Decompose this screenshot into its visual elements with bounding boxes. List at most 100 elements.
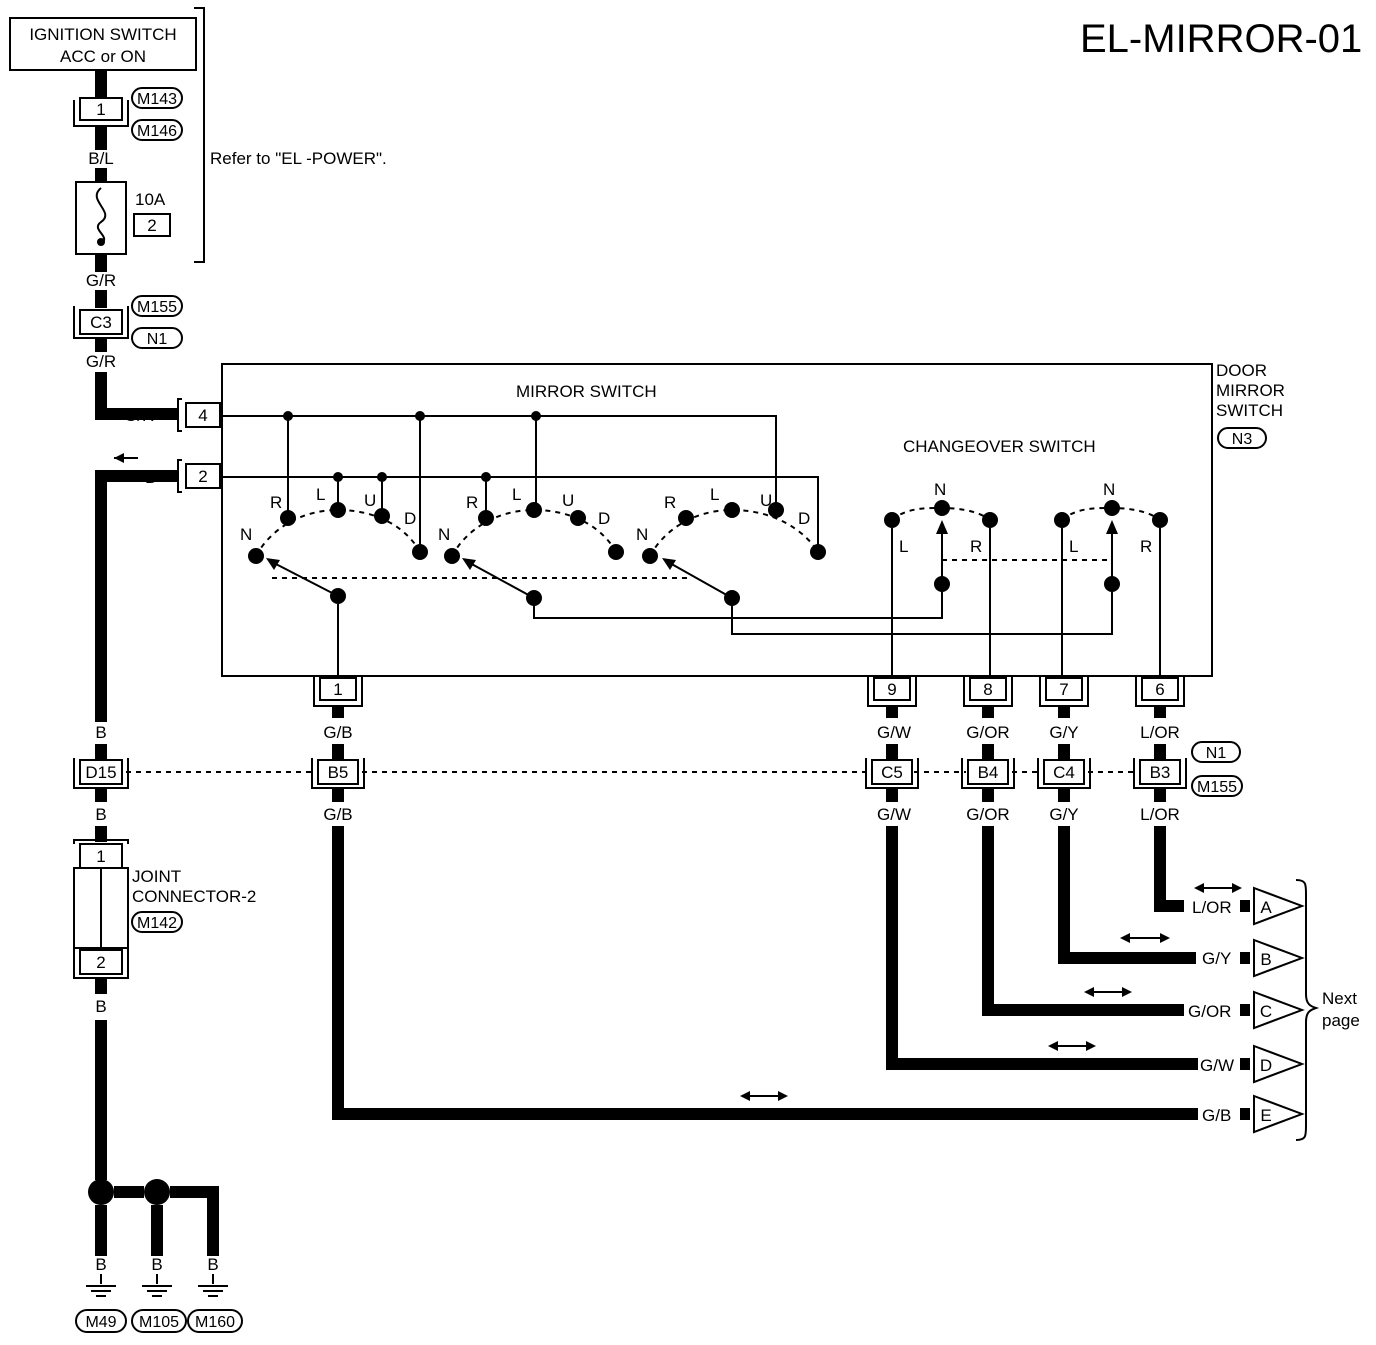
connector-c3: C3 <box>90 313 112 332</box>
output-pin-8: 8 <box>963 676 1013 707</box>
wire-out-e <box>332 826 1200 1120</box>
connector-m155-mid-tag <box>1191 775 1243 797</box>
output-c: G/OR C <box>1186 990 1305 1030</box>
wire-color-gb-lower: G/B <box>323 805 352 824</box>
pin2-label: 2 <box>198 467 207 486</box>
next-page-brace <box>1295 879 1320 1141</box>
output-e: G/B E <box>1198 1094 1305 1134</box>
contact-n <box>934 500 950 516</box>
output-a-flag <box>1253 886 1305 926</box>
fuse-element <box>95 187 107 245</box>
joint-top-shell <box>73 839 129 844</box>
joint-label-2: CONNECTOR-2 <box>132 887 256 906</box>
connector-c3-box <box>79 309 123 335</box>
connector-m155-top: M155 <box>137 299 177 316</box>
output-e-terminal <box>1240 1108 1250 1120</box>
next-page-label-1: Next <box>1322 989 1357 1008</box>
contact-l <box>724 502 740 518</box>
contact-arc <box>649 508 819 557</box>
fuse-number-box <box>133 213 171 237</box>
conn-box <box>317 759 359 785</box>
label-bg <box>1198 1056 1240 1074</box>
connector-pin2-box <box>185 463 221 489</box>
contact-n <box>642 548 658 564</box>
wire-out-d <box>886 826 1212 1070</box>
bidir-arrow-e-heads <box>740 1091 788 1101</box>
contact-label-n: N <box>1103 480 1115 499</box>
contact-u <box>374 508 390 524</box>
wire-color-gr-1: G/R <box>86 271 116 290</box>
conn-label: D15 <box>85 763 116 782</box>
connector-pin2-shell <box>177 459 182 493</box>
contact-d <box>412 544 428 560</box>
output-b-terminal <box>1240 952 1250 964</box>
ground-connector: M105 <box>139 1314 179 1331</box>
conn-label: B3 <box>1150 763 1171 782</box>
contact-label-d: D <box>598 509 610 528</box>
output-e-letter: E <box>1260 1106 1271 1125</box>
current-arrow-head <box>114 453 124 463</box>
output-d: G/W D <box>1198 1044 1305 1084</box>
output-pin-7: 7 <box>1039 676 1089 707</box>
output-a-wire: L/OR <box>1192 898 1232 917</box>
contact-label-l: L <box>512 485 521 504</box>
output-b-wire: G/Y <box>1202 949 1231 968</box>
output-c-letter: C <box>1260 1002 1272 1021</box>
output-b-letter: B <box>1260 950 1271 969</box>
contact-label-n: N <box>934 480 946 499</box>
changeover-switch-label: CHANGEOVER SWITCH <box>903 437 1096 456</box>
power-bracket <box>194 7 205 263</box>
label-bg <box>1198 950 1238 968</box>
pin7-label: 7 <box>1059 680 1068 699</box>
connector-n1-top-tag <box>131 327 183 349</box>
output-d-letter: D <box>1260 1056 1272 1075</box>
ign-pin-label: 1 <box>96 100 105 119</box>
ignition-switch-box <box>9 17 197 71</box>
bus-pin4 <box>222 415 777 510</box>
label-bg <box>1186 898 1242 916</box>
pin-box <box>1045 677 1083 701</box>
ground-m105: B M105 <box>131 1255 187 1333</box>
ground-wire-color: B <box>95 1255 106 1274</box>
connector-n1-mid: N1 <box>1206 745 1227 762</box>
contact-label-r: R <box>664 493 676 512</box>
switch-arm-head <box>1106 520 1118 534</box>
conn-box <box>79 759 123 785</box>
output-e-wire: G/B <box>1202 1106 1231 1125</box>
bidir-arrow-a-heads <box>1194 883 1242 893</box>
conn-label: B4 <box>978 763 999 782</box>
wire-color-gw-lower: G/W <box>877 805 911 824</box>
pin-box <box>969 677 1007 701</box>
switch-arm <box>467 561 535 599</box>
ground-tag <box>75 1309 127 1333</box>
ground-tag <box>187 1309 243 1333</box>
wire-color-gw-upper: G/W <box>877 723 911 742</box>
contact-n <box>444 548 460 564</box>
contact-label-l: L <box>316 485 325 504</box>
contact-r <box>478 510 494 526</box>
connector-pin4-box <box>185 402 221 428</box>
joint-pin-top: 1 <box>96 847 105 866</box>
output-pin-1: 1 <box>313 676 363 707</box>
contact-r <box>280 510 296 526</box>
contact-label-u: U <box>364 491 376 510</box>
wire-color-gor-lower: G/OR <box>966 805 1009 824</box>
mirror-switch-label: MIRROR SWITCH <box>516 382 657 401</box>
pin-box <box>319 677 357 701</box>
pin8-label: 8 <box>983 680 992 699</box>
ground-wire-color: B <box>151 1255 162 1274</box>
contact-d <box>810 544 826 560</box>
switch-pivot <box>1104 576 1120 592</box>
wire-color-bl: B/L <box>88 149 114 168</box>
connector-m143: M143 <box>137 91 177 108</box>
contact-label-n: N <box>636 525 648 544</box>
switch-arm <box>667 561 733 599</box>
output-b-flag <box>1253 938 1305 978</box>
connector-m146-tag <box>131 119 183 141</box>
junction <box>415 411 425 421</box>
wire-color-gy-upper: G/Y <box>1049 723 1078 742</box>
door-mirror-label-3: SWITCH <box>1216 401 1283 420</box>
wire-color-b-in: B <box>145 468 156 487</box>
connector-b4: B4 <box>961 758 1015 789</box>
